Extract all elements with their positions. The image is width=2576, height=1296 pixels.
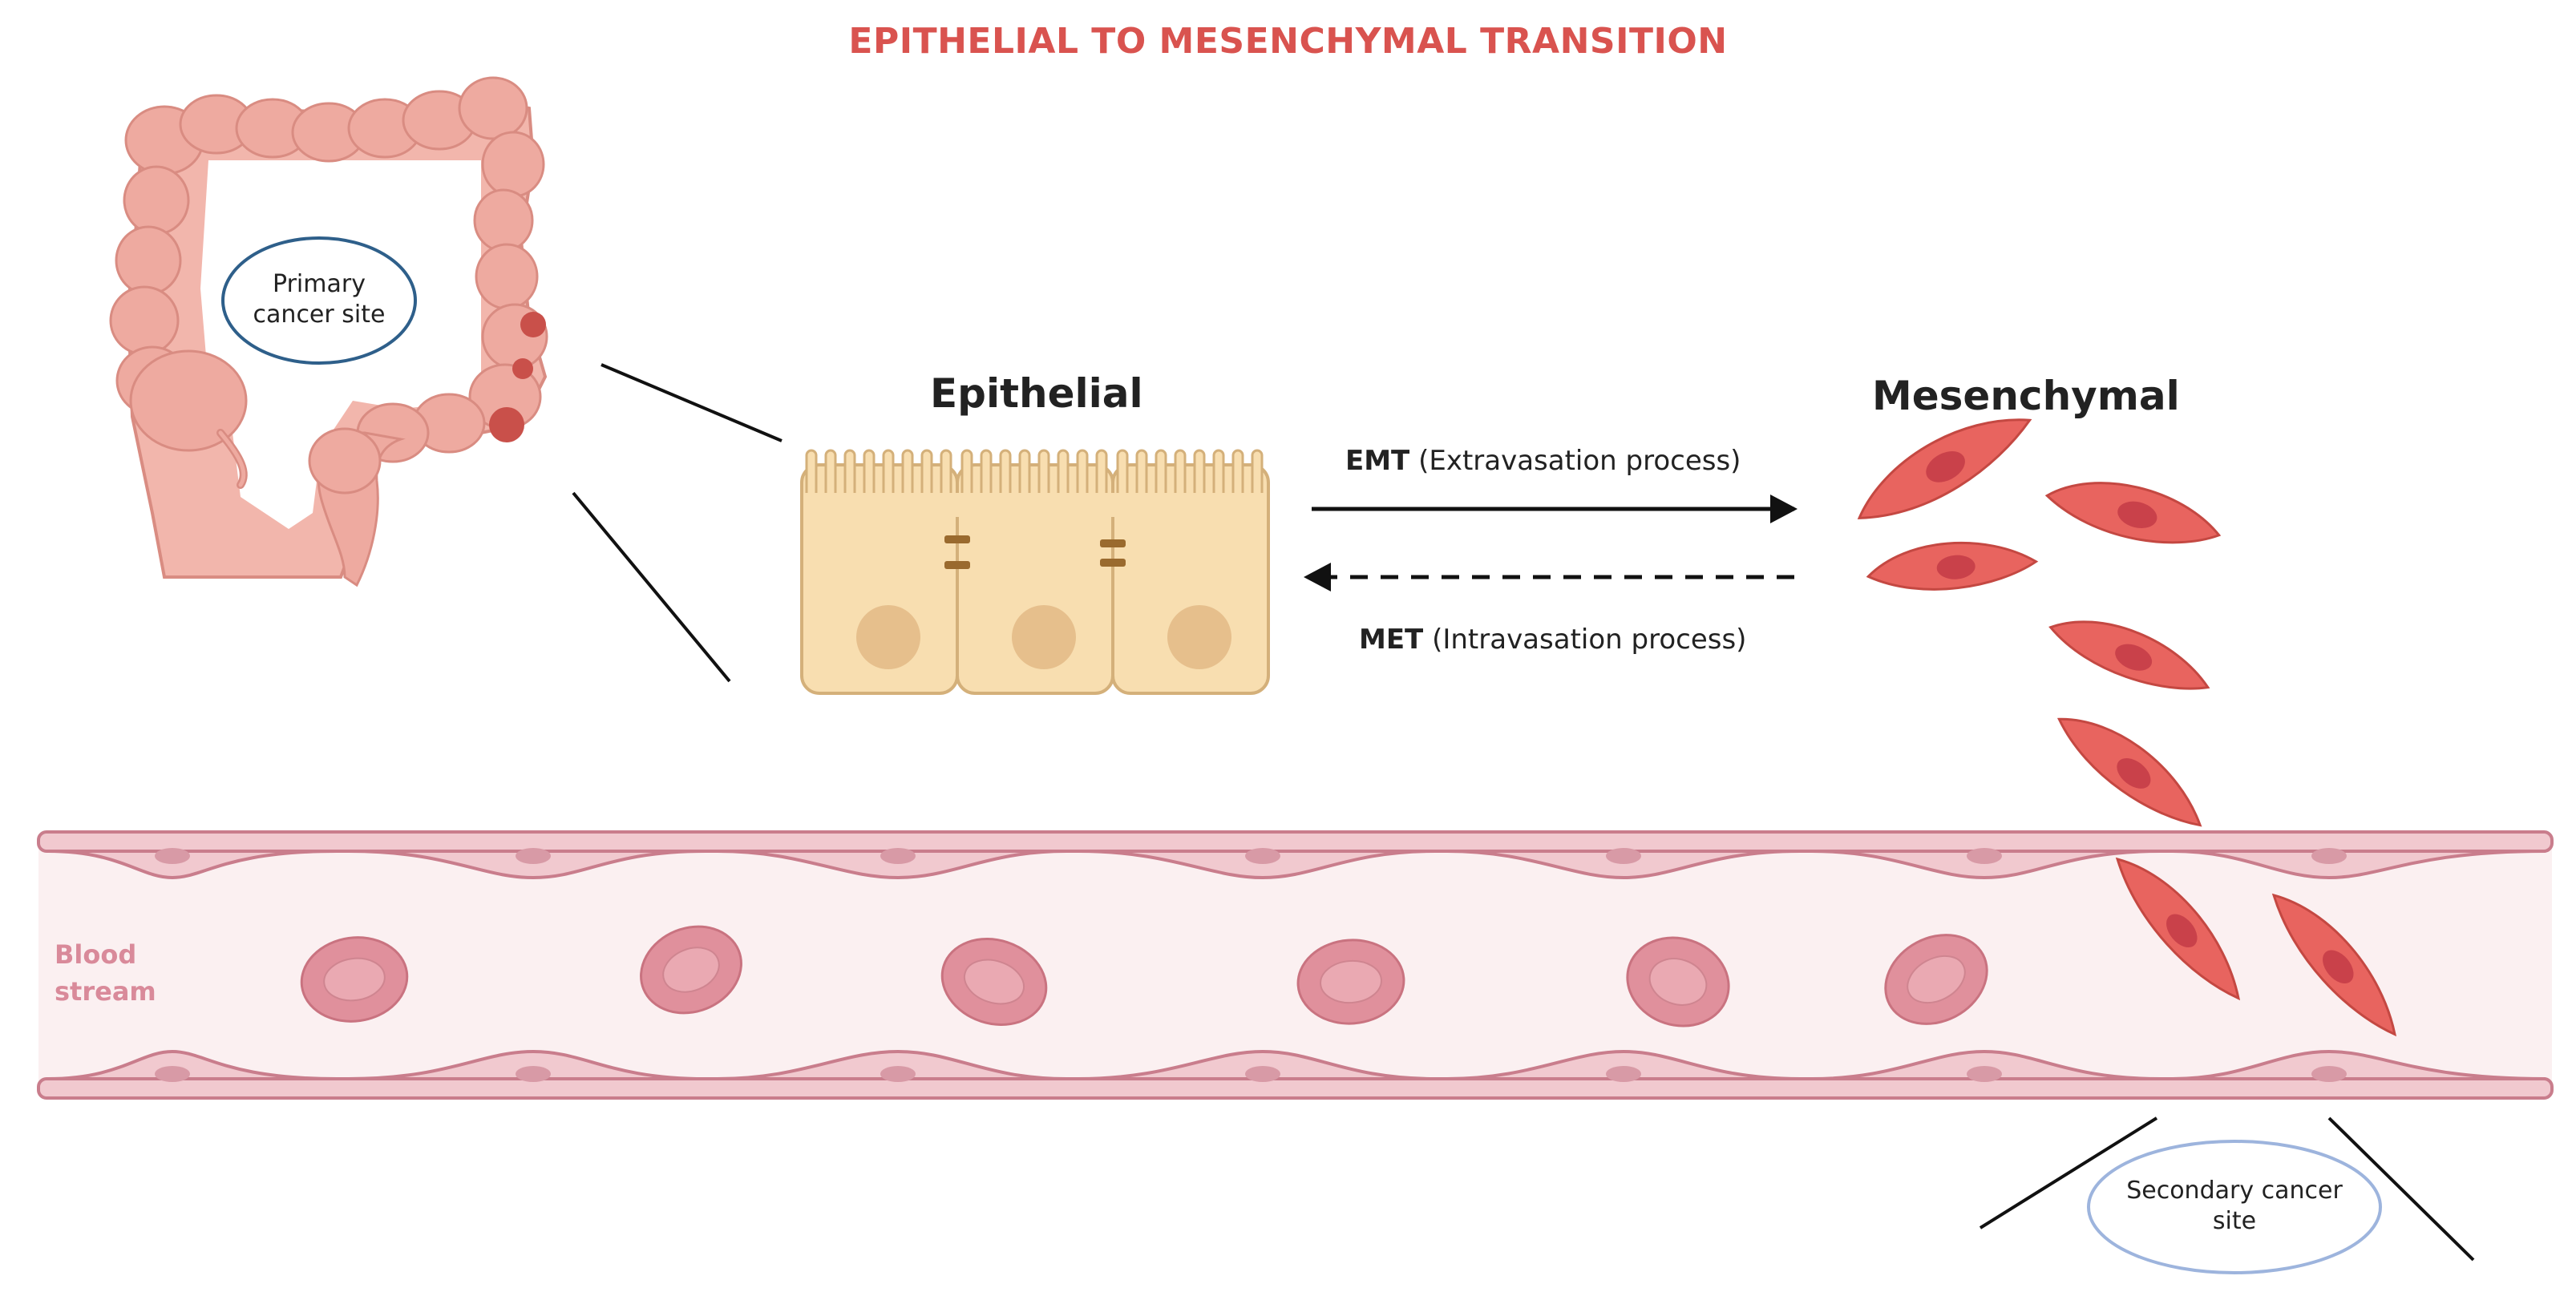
met-abbr: MET [1359,624,1424,656]
circulating-mesenchymal-cells [2115,857,2397,1037]
red-blood-cells [300,925,1988,1028]
blood-stream-label: Blood stream [55,936,156,1010]
zoom-line-lower [572,491,731,683]
epithelial-cells [800,449,1270,695]
secondary-label-line2: site [2212,1207,2257,1235]
epithelial-label: Epithelial [930,370,1143,417]
primary-cancer-site-label: Primary cancer site [224,269,414,330]
secondary-zoom-line-right [2327,1116,2475,1262]
emt-label: EMT (Extravasation process) [1345,445,1741,477]
emt-abbr: EMT [1345,445,1410,477]
primary-label-line1: Primary [273,270,366,298]
secondary-label-line1: Secondary cancer [2126,1177,2343,1205]
emt-description: (Extravasation process) [1418,445,1741,477]
primary-label-line2: cancer site [253,301,386,329]
mesenchymal-cells [1857,418,2222,827]
zoom-line-upper [601,363,783,442]
secondary-cancer-site-label: Secondary cancer site [2098,1176,2371,1237]
blood-label-line2: stream [55,976,156,1007]
blood-vessel [37,830,2554,1100]
secondary-cancer-oval [2087,1140,2382,1274]
mesenchymal-label: Mesenchymal [1872,373,2180,419]
met-description: (Intravasation process) [1432,624,1747,656]
secondary-zoom-line-left [1979,1116,2158,1229]
diagram-title: EPITHELIAL TO MESENCHYMAL TRANSITION [848,21,1728,62]
blood-label-line1: Blood [55,939,137,970]
primary-cancer-oval [221,236,417,365]
met-label: MET (Intravasation process) [1359,624,1746,656]
